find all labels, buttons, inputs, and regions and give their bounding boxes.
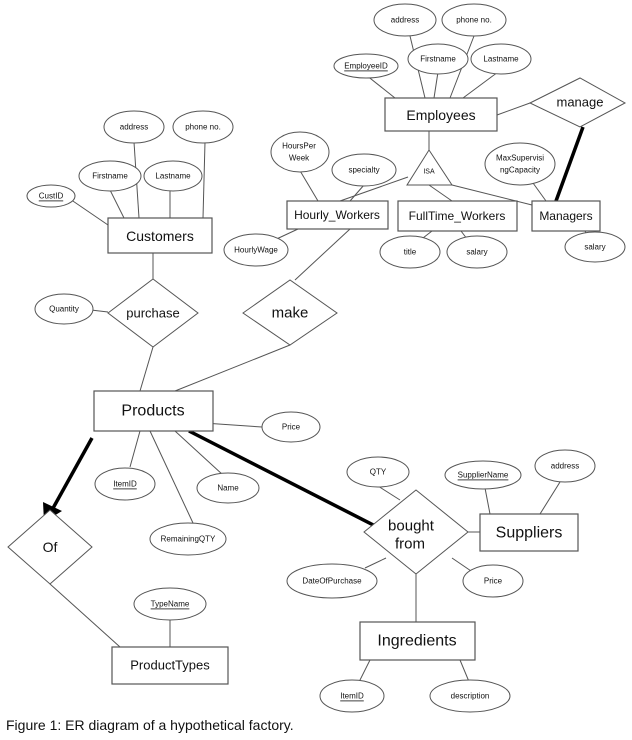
entity-hourly-workers-label: Hourly_Workers: [294, 208, 380, 222]
figure-caption: Figure 1: ER diagram of a hypothetical f…: [6, 717, 294, 733]
entity-products-label: Products: [121, 403, 184, 420]
attribute-product-name-label: Name: [217, 484, 239, 493]
attribute-hours-per-week-label-1: HoursPer: [282, 142, 316, 151]
entity-fulltime-workers: FullTime_Workers: [397, 200, 518, 232]
attribute-supplier-name: SupplierName: [444, 460, 522, 490]
attribute-description-label: description: [451, 692, 490, 701]
attribute-employee-firstname: Firstname: [407, 43, 469, 75]
entity-product-types-label: ProductTypes: [130, 658, 210, 673]
attribute-customer-lastname-label: Lastname: [155, 172, 191, 181]
relationship-purchase-label: purchase: [126, 306, 179, 321]
attribute-employee-address: address: [373, 3, 437, 37]
attribute-customer-lastname: Lastname: [143, 160, 203, 192]
entity-managers-label: Managers: [539, 209, 592, 223]
attribute-bought-price-label: Price: [484, 577, 503, 586]
attribute-ingredient-item-id-label: ItemID: [340, 692, 364, 701]
entity-suppliers: Suppliers: [479, 513, 579, 552]
attribute-ingredient-item-id: ItemID: [319, 679, 385, 713]
attribute-customer-address-label: address: [120, 123, 148, 132]
attribute-customer-phone-label: phone no.: [185, 123, 221, 132]
attribute-employee-firstname-label: Firstname: [420, 55, 456, 64]
attribute-description: description: [429, 679, 511, 713]
attribute-product-item-id: ItemID: [94, 467, 156, 501]
attribute-customer-id-label: CustID: [39, 192, 64, 201]
attribute-hourly-wage-label: HourlyWage: [234, 246, 278, 255]
attribute-employee-lastname-label: Lastname: [483, 55, 519, 64]
attribute-customer-firstname: Firstname: [78, 160, 142, 192]
attribute-fulltime-salary-label: salary: [466, 248, 487, 257]
relationship-bought-from: bought from: [363, 489, 469, 575]
attribute-employee-id: EmployeeID: [333, 53, 399, 79]
attribute-quantity-label: Quantity: [49, 305, 79, 314]
attribute-hours-per-week: HoursPer Week: [270, 131, 330, 173]
entity-customers: Customers: [107, 217, 213, 254]
entity-product-types: ProductTypes: [111, 646, 229, 685]
attribute-customer-phone: phone no.: [172, 110, 234, 144]
attribute-customer-address: address: [103, 110, 165, 144]
attribute-customer-firstname-label: Firstname: [92, 172, 128, 181]
attribute-employee-lastname: Lastname: [470, 43, 532, 75]
relationship-make-label: make: [272, 305, 309, 322]
attribute-employee-id-label: EmployeeID: [344, 62, 388, 71]
attribute-fulltime-salary: salary: [446, 235, 508, 269]
attribute-hourly-wage: HourlyWage: [223, 233, 289, 267]
relationship-manage: manage: [528, 77, 627, 128]
attribute-qty: QTY: [346, 456, 410, 488]
attribute-max-supervising-label-1: MaxSupervisi: [496, 154, 544, 163]
entity-products: Products: [93, 390, 214, 432]
attribute-supplier-address-label: address: [551, 462, 579, 471]
attribute-manager-salary: salary: [564, 231, 626, 263]
relationship-of-label: Of: [43, 539, 58, 555]
attribute-type-name: TypeName: [133, 587, 207, 621]
attribute-employee-address-label: address: [391, 16, 419, 25]
entity-employees-label: Employees: [406, 107, 475, 123]
entity-hourly-workers: Hourly_Workers: [286, 200, 389, 230]
entity-fulltime-workers-label: FullTime_Workers: [409, 209, 506, 223]
attribute-date-of-purchase: DateOfPurchase: [286, 563, 378, 599]
entity-customers-label: Customers: [126, 228, 194, 244]
attribute-customer-id: CustID: [26, 184, 76, 208]
attribute-hours-per-week-label-2: Week: [289, 154, 310, 163]
attribute-specialty: specialty: [331, 153, 397, 187]
attribute-date-of-purchase-label: DateOfPurchase: [302, 577, 362, 586]
entity-managers: Managers: [531, 200, 601, 232]
relationship-manage-label: manage: [557, 95, 604, 110]
attribute-supplier-address: address: [534, 449, 596, 483]
attribute-bought-price: Price: [462, 564, 524, 598]
attribute-quantity: Quantity: [34, 293, 94, 325]
attribute-product-price-label: Price: [282, 423, 301, 432]
attribute-product-price: Price: [261, 411, 321, 443]
attribute-remaining-qty: RemainingQTY: [149, 522, 227, 556]
attribute-product-name: Name: [196, 472, 260, 504]
attribute-employee-phone: phone no.: [441, 3, 507, 37]
relationship-make: make: [242, 279, 338, 346]
entity-employees: Employees: [384, 97, 498, 132]
attribute-employee-phone-label: phone no.: [456, 16, 492, 25]
entity-ingredients-label: Ingredients: [377, 633, 456, 650]
attribute-supplier-name-label: SupplierName: [458, 471, 509, 480]
relationship-purchase: purchase: [107, 278, 199, 348]
entity-suppliers-label: Suppliers: [496, 525, 563, 542]
relationship-bought-from-label-1: bought: [388, 518, 435, 535]
attribute-qty-label: QTY: [370, 468, 387, 477]
attribute-fulltime-title-label: title: [404, 248, 417, 257]
attribute-remaining-qty-label: RemainingQTY: [161, 535, 216, 544]
attribute-specialty-label: specialty: [348, 166, 379, 175]
attribute-max-supervising-label-2: ngCapacity: [500, 166, 540, 175]
entity-ingredients: Ingredients: [359, 621, 476, 661]
relationship-bought-from-label-2: from: [395, 536, 425, 553]
relationship-isa: ISA: [406, 149, 453, 186]
attribute-max-supervising-capacity: MaxSupervisi ngCapacity: [484, 142, 556, 186]
relationship-isa-label: ISA: [423, 169, 435, 176]
attribute-fulltime-title: title: [379, 235, 441, 269]
relationship-of: Of: [7, 509, 93, 585]
attribute-type-name-label: TypeName: [151, 600, 190, 609]
attribute-product-item-id-label: ItemID: [113, 480, 137, 489]
attribute-manager-salary-label: salary: [584, 243, 605, 252]
